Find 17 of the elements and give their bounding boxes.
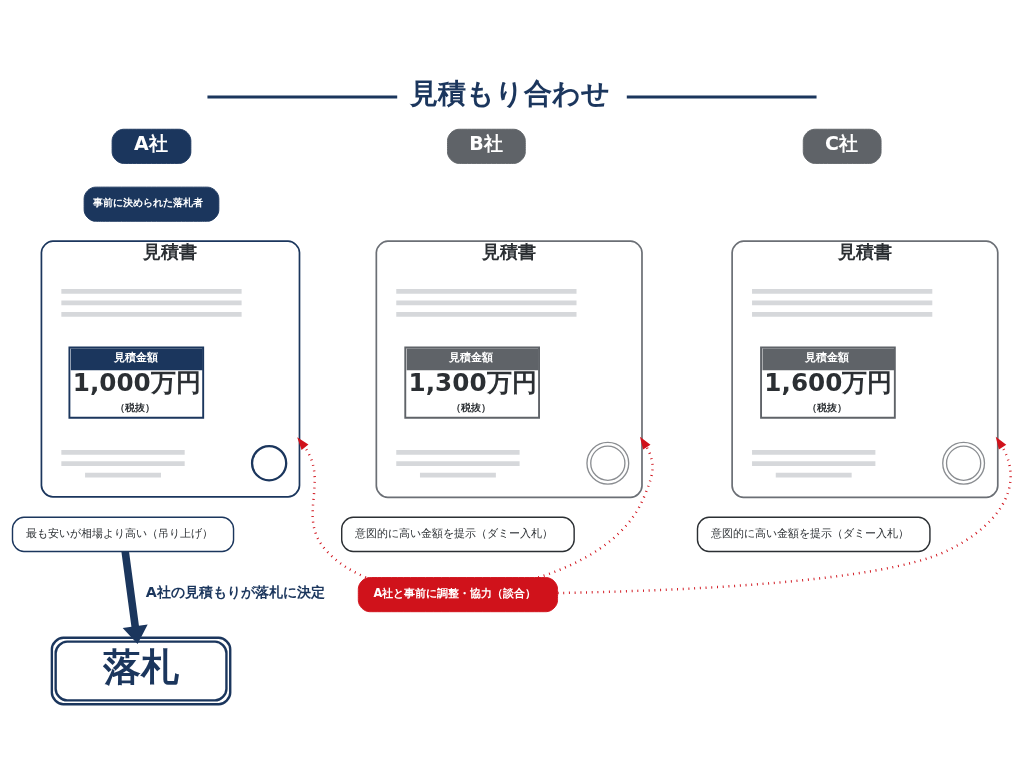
node-box: 事前に決められた落札者	[83, 186, 220, 222]
node-box: 最も安いが相場より高い（吊り上げ）	[11, 516, 235, 553]
arrow	[297, 437, 367, 579]
node-circle	[586, 441, 630, 485]
node-box: 意図的に高い金額を提示（ダミー入札）	[341, 516, 575, 553]
node-box: 落札	[50, 636, 232, 706]
node-box: A社	[111, 128, 192, 164]
node-box: 意図的に高い金額を提示（ダミー入札）	[696, 516, 931, 553]
node-box: C社	[802, 128, 882, 164]
diagram-title: 見積もり合わせ	[410, 77, 611, 111]
node-circle	[250, 445, 288, 482]
arrow	[537, 436, 654, 579]
arrow	[121, 551, 148, 645]
arrow	[557, 436, 1012, 595]
node-box: A社と事前に調整・協力（談合）	[357, 577, 559, 613]
edge-label: A社の見積もりが落札に決定	[145, 584, 325, 601]
node-box: B社	[447, 128, 526, 164]
